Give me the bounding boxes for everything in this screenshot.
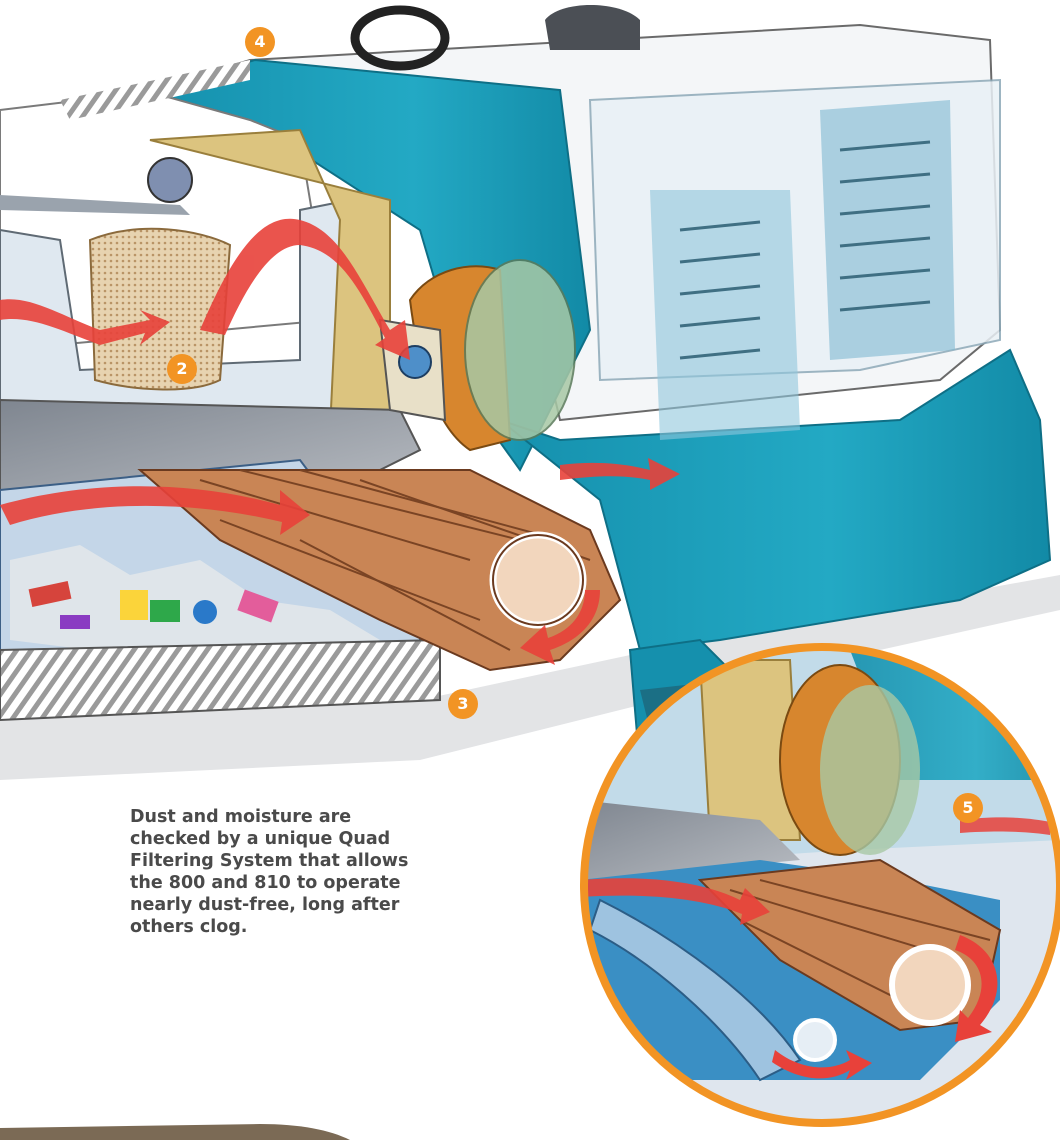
corner-photo-fragment (0, 1124, 350, 1140)
zoom-detail (580, 645, 1060, 1125)
feature-caption: Dust and moisture are checked by a uniqu… (130, 806, 410, 938)
callout-badge-3: 3 (448, 689, 478, 719)
callout-badge-5: 5 (953, 793, 983, 823)
callout-badge-2: 2 (167, 354, 197, 384)
callout-badge-4: 4 (245, 27, 275, 57)
